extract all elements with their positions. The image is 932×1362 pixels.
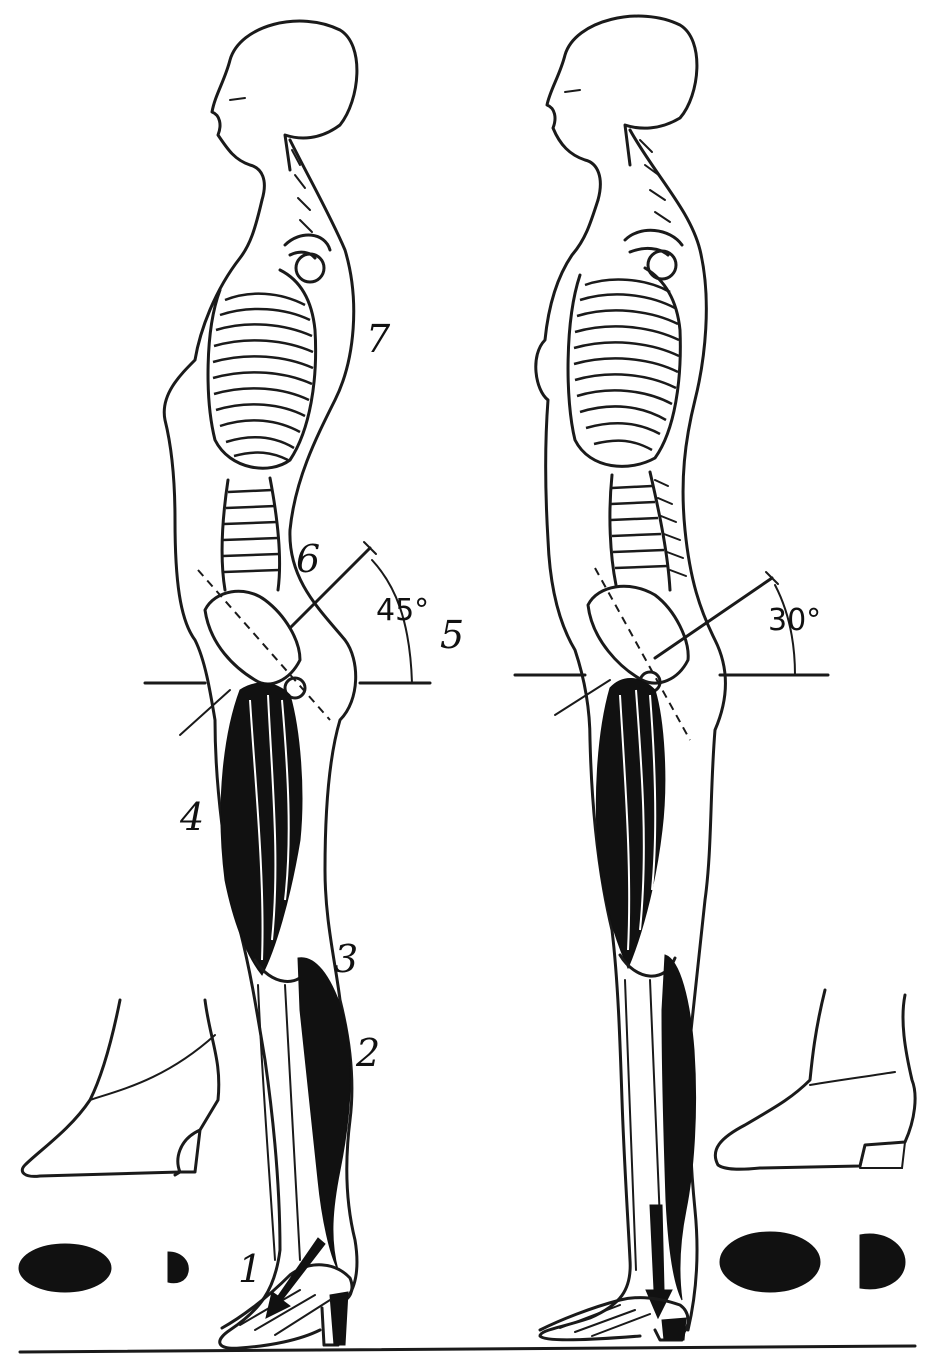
left-head	[212, 21, 357, 200]
right-spinal-processes	[655, 480, 686, 576]
right-calf-muscle	[662, 955, 696, 1300]
left-hamstring-muscle	[221, 683, 302, 975]
right-angle-line	[655, 578, 772, 658]
left-shoe-sketch	[22, 1000, 219, 1176]
left-figure: 1 2 3 4 5 6 7 45°	[19, 21, 464, 1348]
left-hip-crossline	[180, 690, 230, 735]
label-1: 1	[238, 1247, 262, 1291]
left-heel	[330, 1292, 348, 1345]
right-ribcage	[568, 268, 680, 466]
right-heel	[662, 1318, 686, 1340]
right-footprint-ball	[720, 1232, 820, 1292]
label-3: 3	[334, 937, 358, 981]
left-eye	[230, 98, 245, 100]
right-lumbar-spine	[610, 472, 686, 590]
left-angle-label: 45°	[376, 593, 429, 628]
left-lumbar-spine	[222, 478, 279, 590]
right-scapula	[625, 230, 682, 255]
label-7: 7	[366, 317, 391, 361]
right-hip-crossline	[555, 680, 610, 715]
label-4: 4	[179, 795, 204, 839]
left-footprint-heel	[168, 1252, 188, 1283]
label-5: 5	[440, 613, 464, 657]
right-figure: 30°	[515, 16, 915, 1340]
right-shoe-sketch-top	[810, 1072, 895, 1085]
left-scapula	[285, 235, 330, 258]
ground-line	[20, 1346, 915, 1352]
right-pelvis	[588, 586, 688, 683]
left-footprint-ball	[19, 1244, 111, 1292]
left-shoulder-joint	[296, 254, 324, 282]
right-footprint-heel	[860, 1234, 905, 1289]
label-2: 2	[355, 1031, 380, 1075]
left-ribcage	[208, 270, 316, 468]
right-head	[547, 16, 697, 200]
right-angle-label: 30°	[768, 603, 821, 638]
label-6: 6	[296, 537, 320, 581]
right-shoe-sketch	[715, 990, 915, 1169]
right-eye	[565, 90, 580, 92]
